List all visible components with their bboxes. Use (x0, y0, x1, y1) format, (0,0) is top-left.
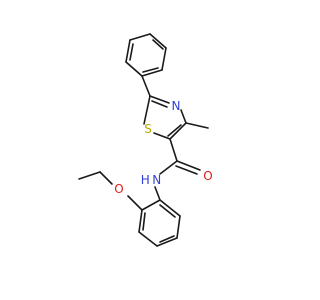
atom-n: N (172, 99, 181, 113)
atom-o-ether: O (114, 182, 123, 196)
bond-phenyl-thiazole (141, 75, 151, 97)
atom-label-nh: H N (141, 173, 161, 187)
bond-methyl (185, 122, 209, 129)
atom-s: S (144, 122, 152, 136)
amide-group (154, 138, 201, 201)
molecule-canvas: S N O H N O (78, 33, 213, 247)
phenyl-ring-bottom (138, 199, 181, 247)
thiazole-ring (143, 95, 187, 140)
ethoxy-group (78, 171, 143, 211)
atom-label-nitrogen-thiazole: N (172, 99, 181, 113)
atom-label-oxygen-ether: O (114, 182, 123, 196)
atom-o-carbonyl: O (203, 169, 212, 183)
phenyl-ring-top (125, 33, 167, 77)
atom-nh: H N (141, 173, 161, 187)
atom-label-oxygen-carbonyl: O (203, 169, 212, 183)
atom-label-sulfur: S (144, 122, 152, 136)
molecule-structure: S N O H N O (78, 33, 213, 247)
